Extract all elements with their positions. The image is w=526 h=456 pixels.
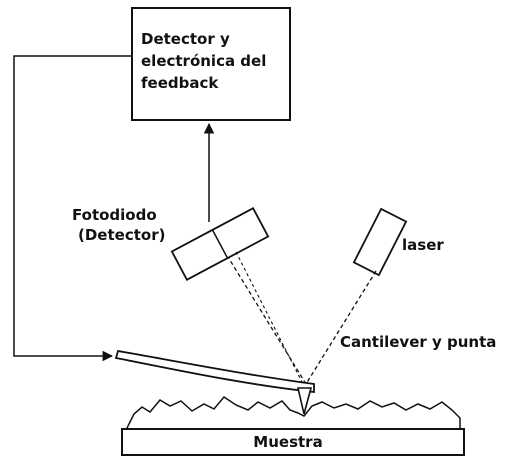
detector-box-line-1: Detector y (141, 30, 230, 48)
cantilever-label: Cantilever y punta (340, 333, 496, 351)
feedback-loop-line (13, 55, 132, 362)
detector-beam-line (235, 251, 303, 383)
detector-box-line-3: feedback (141, 74, 219, 92)
detector-box-label: Detector y electrónica del feedback (141, 30, 272, 92)
detector-electronics-box (131, 7, 291, 121)
laser-reflected-beam (227, 256, 307, 385)
laser-label: laser (402, 236, 444, 254)
photodiode-detector (170, 207, 270, 281)
sample-surface (125, 396, 461, 431)
cantilever-tip (296, 387, 313, 415)
sample-label: Muestra (253, 433, 322, 451)
photodiode-label-line-1: Fotodiodo (72, 206, 157, 224)
photodiode-label-line-2: (Detector) (78, 226, 165, 244)
photodiode-label: Fotodiodo (Detector) (72, 206, 165, 244)
laser-incident-beam (305, 270, 377, 385)
detector-box-line-2: electrónica del (141, 52, 266, 70)
sample-block (121, 428, 465, 456)
cantilever (114, 349, 315, 394)
laser-source (352, 207, 408, 277)
